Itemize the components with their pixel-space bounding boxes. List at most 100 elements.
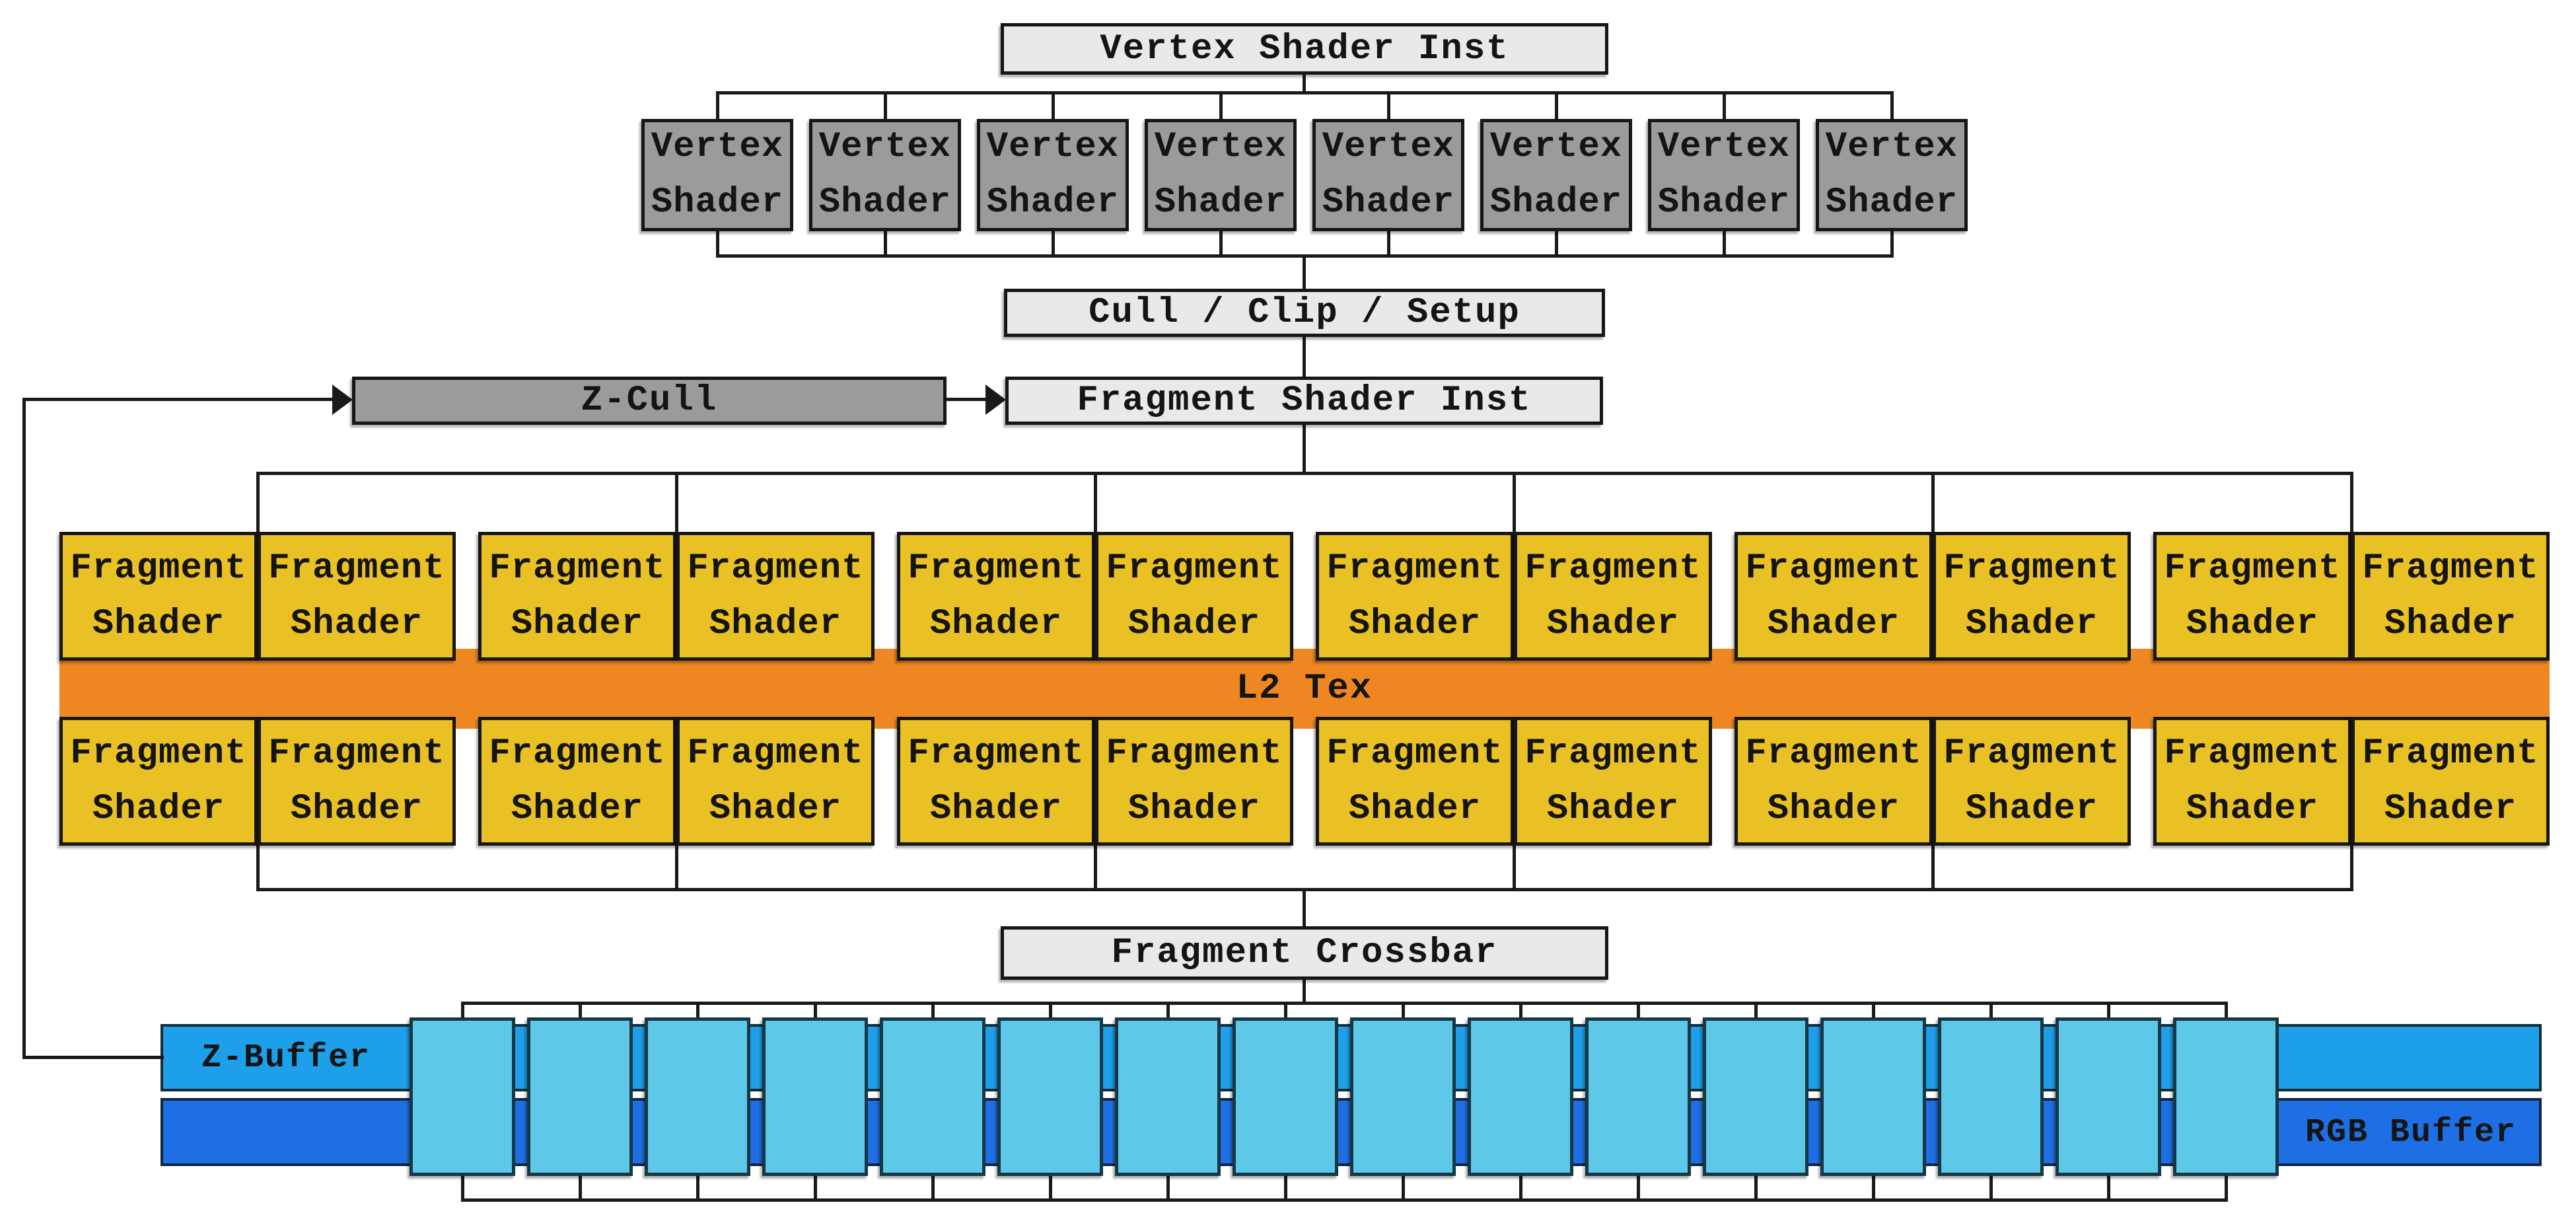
connector-line bbox=[1637, 1173, 1640, 1201]
fragment-crossbar-box: Fragment Crossbar bbox=[1001, 926, 1608, 980]
connector-line bbox=[716, 230, 719, 258]
pixel-pipe-box bbox=[1468, 1017, 1573, 1176]
z-buffer-label: Z-Buffer bbox=[201, 1039, 371, 1077]
vertex-shader-label: Vertex Shader bbox=[1825, 127, 1958, 223]
fragment-shader-inst-box: Fragment Shader Inst bbox=[1005, 377, 1603, 425]
fragment-shader-box: Fragment Shader bbox=[258, 532, 456, 661]
connector-line bbox=[2350, 472, 2353, 534]
fragment-shader-box: Fragment Shader bbox=[1316, 717, 1514, 846]
connector-line bbox=[1754, 1002, 1758, 1020]
fragment-shader-label: Fragment Shader bbox=[70, 733, 247, 829]
connector-line bbox=[1890, 230, 1894, 258]
fragment-shader-label: Fragment Shader bbox=[70, 548, 247, 644]
connector-line bbox=[1931, 472, 1935, 534]
z-cull-label: Z-Cull bbox=[581, 381, 718, 421]
fragment-shader-label: Fragment Shader bbox=[1524, 733, 1701, 829]
connector-line bbox=[2107, 1173, 2110, 1201]
connector-line bbox=[1166, 1173, 1170, 1201]
connector-line bbox=[716, 91, 719, 122]
fragment-shader-box: Fragment Shader bbox=[1514, 717, 1712, 846]
vertex-shader-inst-label: Vertex Shader Inst bbox=[1100, 28, 1509, 69]
pixel-pipe-box bbox=[1350, 1017, 1456, 1176]
connector-line bbox=[1723, 230, 1726, 258]
fragment-shader-box: Fragment Shader bbox=[897, 717, 1095, 846]
vertex-shader-label: Vertex Shader bbox=[986, 127, 1120, 223]
fragment-shader-box: Fragment Shader bbox=[2153, 532, 2351, 661]
connector-line bbox=[579, 1173, 582, 1201]
connector-line bbox=[1989, 1002, 1993, 1020]
pixel-collector-rail bbox=[461, 1198, 2228, 1202]
fragment-shader-label: Fragment Shader bbox=[489, 548, 666, 644]
connector-line bbox=[1519, 1173, 1522, 1201]
connector-line bbox=[814, 1173, 817, 1201]
connector-line bbox=[1166, 1002, 1170, 1020]
vertex-shader-box: Vertex Shader bbox=[977, 119, 1129, 231]
fragment-shader-label: Fragment Shader bbox=[1326, 548, 1503, 644]
vertex-shader-box: Vertex Shader bbox=[1816, 119, 1968, 231]
fragment-distribution-rail bbox=[256, 472, 2353, 475]
connector-line bbox=[1872, 1002, 1875, 1020]
vertex-collector-rail bbox=[716, 254, 1894, 258]
connector-line bbox=[1049, 1173, 1052, 1201]
pixel-pipe-box bbox=[1115, 1017, 1221, 1176]
cull-clip-setup-label: Cull / Clip / Setup bbox=[1089, 293, 1521, 333]
fragment-shader-label: Fragment Shader bbox=[1106, 548, 1283, 644]
connector-line bbox=[1555, 230, 1558, 258]
fragment-shader-box: Fragment Shader bbox=[2153, 717, 2351, 846]
connector-line bbox=[675, 843, 678, 891]
connector-line bbox=[931, 1002, 935, 1020]
connector-line bbox=[1519, 1002, 1522, 1020]
connector-line bbox=[1303, 423, 1306, 474]
connector-line bbox=[1387, 91, 1390, 122]
connector-line bbox=[2107, 1002, 2110, 1020]
vertex-shader-label: Vertex Shader bbox=[818, 127, 952, 223]
l2-tex-label-wrap: L2 Tex bbox=[1106, 669, 1503, 709]
pixel-pipe-box bbox=[880, 1017, 985, 1176]
fragment-shader-box: Fragment Shader bbox=[1933, 717, 2131, 846]
connector-line bbox=[884, 230, 887, 258]
fragment-shader-label: Fragment Shader bbox=[1524, 548, 1701, 644]
vertex-shader-inst-box: Vertex Shader Inst bbox=[1001, 23, 1608, 75]
fragment-shader-label: Fragment Shader bbox=[489, 733, 666, 829]
connector-line bbox=[1555, 91, 1558, 122]
pixel-pipe-box bbox=[997, 1017, 1103, 1176]
fragment-shader-label: Fragment Shader bbox=[1943, 548, 2120, 644]
fragment-shader-box: Fragment Shader bbox=[1514, 532, 1712, 661]
vertex-shader-label: Vertex Shader bbox=[1154, 127, 1287, 223]
connector-line bbox=[1052, 230, 1055, 258]
pixel-pipe-box bbox=[2173, 1017, 2279, 1176]
connector-line bbox=[675, 472, 678, 534]
connector-line bbox=[1219, 91, 1223, 122]
pixel-pipe-box bbox=[1938, 1017, 2044, 1176]
connector-line bbox=[579, 1002, 582, 1020]
pixel-pipe-box bbox=[1585, 1017, 1691, 1176]
fragment-shader-box: Fragment Shader bbox=[59, 532, 258, 661]
connector-line bbox=[256, 472, 260, 534]
z-cull-box: Z-Cull bbox=[352, 377, 947, 425]
z-buffer-label-wrap: Z-Buffer bbox=[161, 1039, 411, 1077]
fragment-shader-label: Fragment Shader bbox=[1745, 548, 1922, 644]
connector-line bbox=[1303, 888, 1306, 929]
vertex-shader-label: Vertex Shader bbox=[1322, 127, 1455, 223]
connector-line bbox=[1513, 843, 1516, 891]
fragment-shader-label: Fragment Shader bbox=[2164, 548, 2341, 644]
pixel-pipe-box bbox=[1233, 1017, 1338, 1176]
vertex-shader-box: Vertex Shader bbox=[1145, 119, 1297, 231]
fragment-shader-label: Fragment Shader bbox=[908, 548, 1085, 644]
fragment-shader-label: Fragment Shader bbox=[268, 733, 445, 829]
vertex-shader-box: Vertex Shader bbox=[1648, 119, 1800, 231]
l2-tex-bar bbox=[59, 649, 2550, 729]
fragment-shader-box: Fragment Shader bbox=[676, 717, 875, 846]
fragment-shader-label: Fragment Shader bbox=[1745, 733, 1922, 829]
pixel-pipe-box bbox=[1820, 1017, 1926, 1176]
connector-line bbox=[1094, 472, 1097, 534]
connector-line bbox=[1303, 256, 1306, 291]
connector-line bbox=[1723, 91, 1726, 122]
connector-line bbox=[696, 1002, 699, 1020]
connector-line bbox=[256, 843, 260, 891]
connector-line bbox=[1303, 978, 1306, 1004]
fragment-shader-label: Fragment Shader bbox=[2164, 733, 2341, 829]
vertex-distribution-rail bbox=[716, 91, 1894, 94]
connector-line bbox=[1284, 1173, 1287, 1201]
